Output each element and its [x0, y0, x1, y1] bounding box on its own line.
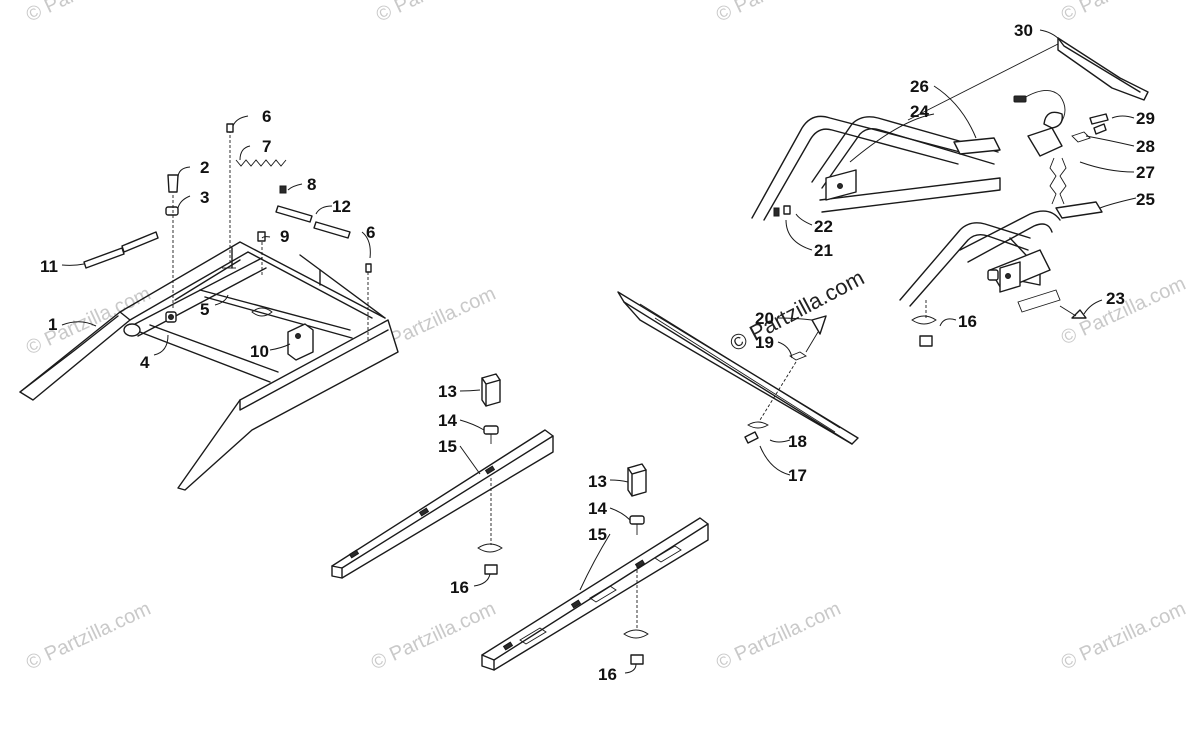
callouts: 1 2 3 4 5 6 6 7 8 9 10 11 12 13 13 14 14… — [40, 21, 1155, 684]
callout-24: 24 — [910, 102, 929, 121]
callout-6: 6 — [262, 107, 271, 126]
callout-14: 14 — [438, 411, 457, 430]
callout-22: 22 — [814, 217, 833, 236]
watermark: © Partzilla.com — [23, 0, 154, 27]
rail-lower — [481, 463, 709, 671]
callout-11: 11 — [40, 257, 58, 276]
callout-4: 4 — [140, 353, 150, 372]
callout-1: 1 — [48, 315, 57, 334]
rack-frame — [19, 123, 399, 491]
watermark: © Partzilla.com — [1058, 598, 1189, 675]
watermark: © Partzilla.com — [23, 598, 154, 675]
callout-9: 9 — [280, 227, 289, 246]
callout-3: 3 — [200, 188, 209, 207]
callout-16: 16 — [598, 665, 617, 684]
callout-14: 14 — [588, 499, 607, 518]
bumper-assembly — [751, 37, 1149, 347]
callout-23: 23 — [1106, 289, 1125, 308]
callout-20: 20 — [755, 309, 774, 328]
callout-17: 17 — [788, 466, 807, 485]
watermark: © Partzilla.com — [713, 598, 844, 675]
watermark: © Partzilla.com — [373, 0, 504, 27]
callout-16: 16 — [958, 312, 977, 331]
callout-15: 15 — [438, 437, 457, 456]
callout-30: 30 — [1014, 21, 1033, 40]
callout-12: 12 — [332, 197, 351, 216]
watermark: © Partzilla.com — [1058, 273, 1189, 350]
callout-5: 5 — [200, 300, 209, 319]
callout-19: 19 — [755, 333, 774, 352]
callout-13: 13 — [438, 382, 457, 401]
callout-2: 2 — [200, 158, 209, 177]
callout-8: 8 — [307, 175, 316, 194]
callout-13: 13 — [588, 472, 607, 491]
flap-plate — [617, 291, 859, 445]
callout-29: 29 — [1136, 109, 1155, 128]
callout-18: 18 — [788, 432, 807, 451]
callout-28: 28 — [1136, 137, 1155, 156]
callout-16: 16 — [450, 578, 469, 597]
callout-7: 7 — [262, 137, 271, 156]
leader-lines — [61, 29, 1137, 674]
center-watermark: © Partzilla.com — [726, 265, 869, 357]
watermark: © Partzilla.com — [368, 598, 499, 675]
rail-upper — [331, 373, 554, 579]
callout-25: 25 — [1136, 190, 1155, 209]
watermark: © Partzilla.com — [713, 0, 844, 27]
callout-10: 10 — [250, 342, 269, 361]
callout-26: 26 — [910, 77, 929, 96]
callout-21: 21 — [814, 241, 833, 260]
callout-27: 27 — [1136, 163, 1155, 182]
watermark: © Partzilla.com — [1058, 0, 1189, 27]
callout-6: 6 — [366, 223, 375, 242]
callout-15: 15 — [588, 525, 607, 544]
